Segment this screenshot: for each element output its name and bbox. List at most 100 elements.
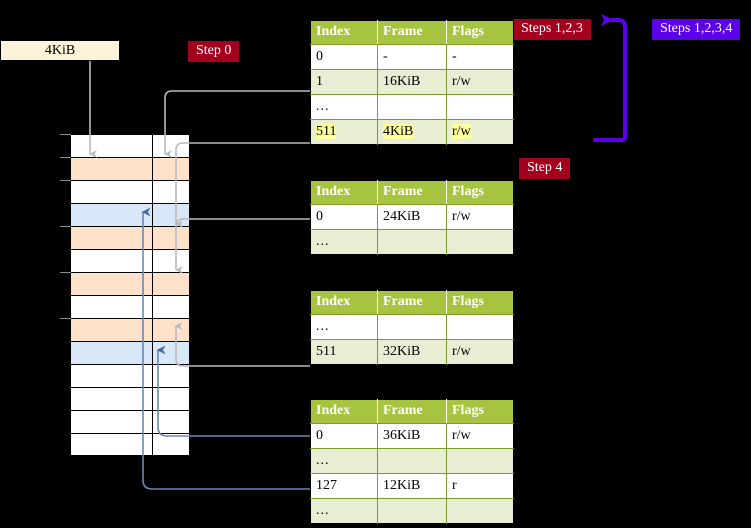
memory-block bbox=[60, 157, 190, 180]
cell-index: 0 bbox=[310, 204, 378, 230]
memory-block bbox=[60, 226, 190, 249]
table-row: ... bbox=[310, 229, 514, 255]
cell-frame: 4KiB bbox=[377, 119, 447, 145]
column-header-frame: Frame bbox=[377, 180, 447, 205]
cell-flags bbox=[446, 94, 514, 120]
cell-flags: r/w bbox=[446, 339, 514, 365]
cell-index: 127 bbox=[310, 473, 378, 499]
memory-block bbox=[70, 341, 190, 364]
column-header-flags: Flags bbox=[446, 20, 514, 45]
table-row: 511 4KiB r/w bbox=[310, 119, 514, 145]
table-header-row: Index Frame Flags bbox=[310, 20, 514, 45]
cell-index: ... bbox=[310, 448, 378, 474]
cell-index: ... bbox=[310, 498, 378, 524]
cell-flags bbox=[446, 229, 514, 255]
memory-block bbox=[70, 295, 190, 318]
step-4-badge: Step 4 bbox=[519, 158, 571, 179]
column-header-index: Index bbox=[310, 290, 378, 315]
connector-pdpt-row0-to-memory bbox=[175, 218, 310, 274]
cell-frame: 24KiB bbox=[377, 204, 447, 230]
cell-flags: r/w bbox=[446, 204, 514, 230]
column-header-flags: Flags bbox=[446, 399, 514, 424]
table-row: ... bbox=[310, 314, 514, 340]
cell-frame bbox=[377, 498, 447, 524]
memory-tick bbox=[60, 272, 71, 273]
memory-block bbox=[60, 180, 190, 203]
table-row: 0-- bbox=[310, 44, 514, 70]
cell-flags: r/w bbox=[446, 69, 514, 95]
column-header-index: Index bbox=[310, 20, 378, 45]
memory-tick bbox=[60, 226, 71, 227]
column-header-frame: Frame bbox=[377, 399, 447, 424]
cell-frame: 16KiB bbox=[377, 69, 447, 95]
memory-block bbox=[70, 433, 190, 456]
memory-tick bbox=[60, 180, 71, 181]
cell-index: 0 bbox=[310, 423, 378, 449]
cell-flags bbox=[446, 448, 514, 474]
cell-index: 1 bbox=[310, 69, 378, 95]
steps-123-badge: Steps 1,2,3 bbox=[513, 19, 591, 40]
frame-size-label: 4KiB bbox=[44, 43, 76, 58]
column-header-flags: Flags bbox=[446, 180, 514, 205]
table-header-row: Index Frame Flags bbox=[310, 399, 514, 424]
connector-pml4-row511-to-memory bbox=[175, 142, 310, 228]
cell-flags bbox=[446, 314, 514, 340]
table-header-row: Index Frame Flags bbox=[310, 290, 514, 315]
column-header-frame: Frame bbox=[377, 20, 447, 45]
cell-flags bbox=[446, 498, 514, 524]
memory-tick bbox=[60, 157, 71, 158]
memory-block bbox=[70, 249, 190, 272]
cell-index: ... bbox=[310, 314, 378, 340]
cell-frame bbox=[377, 448, 447, 474]
cell-frame: 12KiB bbox=[377, 473, 447, 499]
cell-index: ... bbox=[310, 229, 378, 255]
memory-tick bbox=[60, 134, 71, 135]
cell-frame: 36KiB bbox=[377, 423, 447, 449]
memory-column-divider bbox=[152, 134, 153, 456]
highlighted-value: 4KiB bbox=[383, 124, 414, 139]
cell-frame bbox=[377, 314, 447, 340]
memory-block bbox=[70, 203, 190, 226]
column-header-index: Index bbox=[310, 180, 378, 205]
cell-flags: r/w bbox=[446, 423, 514, 449]
connector-pd-row511-to-memory bbox=[174, 322, 310, 367]
cell-frame bbox=[377, 94, 447, 120]
highlighted-value: r/w bbox=[452, 124, 471, 139]
table-header-row: Index Frame Flags bbox=[310, 180, 514, 205]
cell-index: 511 bbox=[310, 339, 378, 365]
cell-flags: r/w bbox=[446, 119, 514, 145]
memory-block bbox=[70, 410, 190, 433]
table-row: ... bbox=[310, 94, 514, 120]
column-header-index: Index bbox=[310, 399, 378, 424]
column-header-frame: Frame bbox=[377, 290, 447, 315]
cell-frame bbox=[377, 229, 447, 255]
table-row: ... bbox=[310, 448, 514, 474]
memory-block bbox=[60, 272, 190, 295]
column-header-flags: Flags bbox=[446, 290, 514, 315]
cell-index: 0 bbox=[310, 44, 378, 70]
cell-flags: r bbox=[446, 473, 514, 499]
step-0-badge: Step 0 bbox=[188, 41, 240, 62]
cell-index: 511 bbox=[310, 119, 378, 145]
highlighted-value: 511 bbox=[316, 124, 337, 139]
steps-loop-arrow-tail bbox=[593, 133, 627, 142]
memory-block bbox=[70, 364, 190, 387]
memory-tick bbox=[60, 318, 71, 319]
cell-flags: - bbox=[446, 44, 514, 70]
cell-frame: - bbox=[377, 44, 447, 70]
memory-block bbox=[60, 134, 190, 157]
memory-block bbox=[70, 387, 190, 410]
steps-1234-badge: Steps 1,2,3,4 bbox=[652, 19, 741, 40]
cell-frame: 32KiB bbox=[377, 339, 447, 365]
table-row: ... bbox=[310, 498, 514, 524]
